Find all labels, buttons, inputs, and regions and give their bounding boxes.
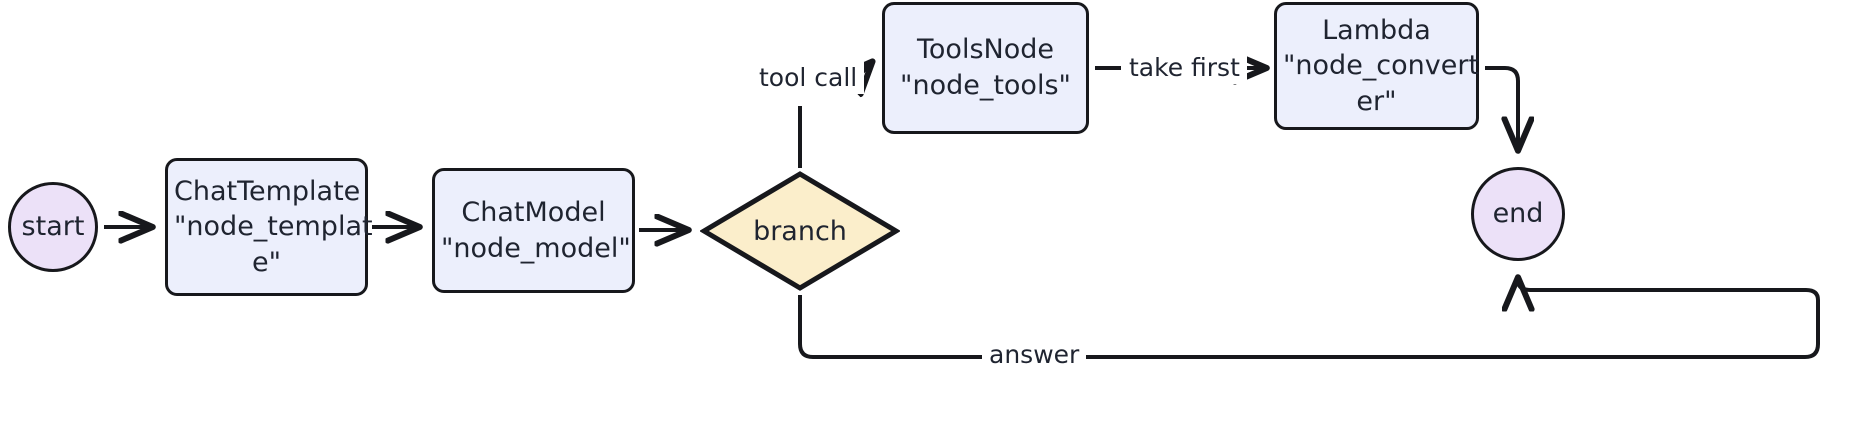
- node-converter[interactable]: Lambda "node_convert er": [1274, 2, 1479, 130]
- edge-label-tool-call: tool call: [752, 62, 865, 94]
- node-converter-label: Lambda "node_convert er": [1283, 14, 1480, 117]
- node-end[interactable]: end: [1471, 167, 1565, 261]
- node-start[interactable]: start: [8, 182, 98, 272]
- node-start-label: start: [21, 211, 85, 243]
- edge-label-answer: answer: [982, 339, 1087, 371]
- node-tools[interactable]: ToolsNode "node_tools": [882, 2, 1089, 134]
- node-chat-template-label: ChatTemplate "node_templat e": [174, 175, 373, 278]
- node-chat-model[interactable]: ChatModel "node_model": [432, 168, 635, 293]
- node-branch[interactable]: branch: [699, 170, 901, 292]
- edge-branch-to-end-answer: [798, 278, 1820, 359]
- node-tools-label: ToolsNode "node_tools": [900, 34, 1071, 101]
- edge-label-take-first: take first: [1122, 52, 1247, 84]
- node-chat-template[interactable]: ChatTemplate "node_templat e": [165, 158, 373, 296]
- node-end-label: end: [1492, 198, 1544, 230]
- node-chat-model-label: ChatModel "node_model": [441, 196, 631, 264]
- edge-lambda-to-end: [1485, 66, 1518, 150]
- branch-diamond-shape: [699, 171, 901, 291]
